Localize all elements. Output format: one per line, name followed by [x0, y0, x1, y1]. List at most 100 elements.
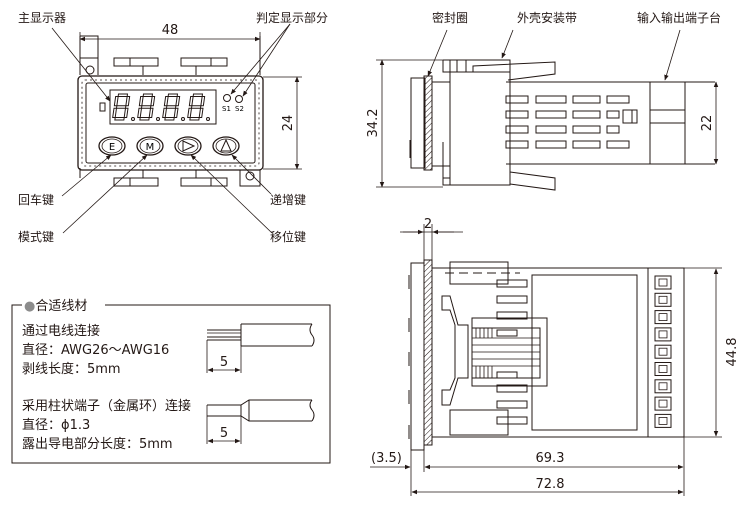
up-triangle-icon: [220, 138, 232, 152]
bottom-clips: [79, 168, 261, 187]
seven-segment-digits: [112, 93, 210, 121]
indicator-s2: [235, 95, 243, 103]
wire-spec-box: ●合适线材 通过电线连接 直径：AWG26～AWG16 剥线长度：5mm 采用柱…: [11, 299, 331, 464]
small-window: [622, 109, 638, 124]
pin-slot: [496, 416, 528, 425]
label-gasket: 密封圈: [432, 10, 468, 25]
wire2-line1: 采用柱状端子（金属环）连接: [22, 398, 191, 414]
vent-slot: [535, 95, 567, 104]
minus-indicator: [99, 102, 106, 112]
up-key[interactable]: [212, 136, 240, 156]
terminal-screw: [654, 344, 672, 359]
dim-width-48: 48: [162, 23, 179, 38]
gasket-section: [423, 259, 433, 446]
gasket: [423, 75, 433, 171]
digit-8: [187, 93, 206, 121]
wire2-line3: 露出导电部分长度：5mm: [22, 436, 173, 452]
vent-slot: [505, 125, 529, 134]
wire2-dim-5: 5: [220, 426, 228, 441]
vent-slot: [572, 125, 601, 134]
vent-slot: [606, 110, 620, 119]
pin-slot: [496, 279, 528, 288]
enter-key[interactable]: E: [98, 136, 126, 156]
vent-slot: [572, 140, 601, 149]
dim-height-34-2: 34.2: [366, 109, 381, 138]
pin-slot: [496, 329, 518, 337]
decimal-point: [181, 117, 185, 121]
vent-slot: [572, 95, 601, 104]
pin-slot: [496, 371, 518, 379]
label-judgement-display: 判定显示部分: [256, 10, 328, 25]
vent-slot: [535, 140, 567, 149]
decimal-point: [206, 117, 210, 121]
mode-key-glyph: M: [146, 142, 155, 153]
stripped-wire-illustration: 5: [206, 323, 315, 373]
terminal-screw: [654, 413, 672, 428]
terminal-screw: [654, 396, 672, 411]
pin-slot: [496, 400, 528, 409]
wire2-line2: 直径：ϕ1.3: [22, 418, 90, 433]
digit-8: [162, 93, 181, 121]
vent-slots: [505, 95, 638, 149]
label-up-key: 递增键: [270, 193, 306, 207]
label-enter-key: 回车键: [18, 192, 54, 207]
dim-panel-2: 2: [424, 217, 432, 232]
vent-slot: [606, 95, 630, 104]
terminal-screw: [654, 310, 672, 325]
indicator-s2-label: S2: [235, 105, 244, 113]
vent-slot: [505, 95, 529, 104]
wire1-line1: 通过电线连接: [22, 323, 100, 339]
vent-slot: [535, 125, 567, 134]
digit-8: [137, 93, 156, 121]
wire-box-title: ●合适线材: [24, 299, 87, 314]
shift-arrow-icon: [182, 140, 196, 152]
dim-depth-69-3: 69.3: [536, 451, 565, 466]
decimal-point: [156, 117, 160, 121]
label-mode-key: 模式键: [18, 230, 54, 244]
shift-key[interactable]: [174, 136, 202, 156]
vent-slot: [535, 110, 567, 119]
dim-height-24: 24: [281, 115, 296, 132]
top-view: 2 44.8 (3.5) 69.3 72.8: [370, 217, 740, 496]
ferrule-illustration: 5: [206, 399, 315, 444]
vent-slot: [606, 140, 630, 149]
wire1-line2: 直径：AWG26～AWG16: [22, 343, 169, 358]
terminal-screw: [654, 362, 672, 376]
terminal-screw: [654, 275, 672, 290]
main-display-window: [109, 89, 217, 125]
terminal-screw: [654, 292, 672, 307]
dim-front-3-5: (3.5): [371, 451, 402, 466]
pin-slot: [496, 311, 528, 320]
bullet-icon: ●: [24, 299, 35, 314]
wire1-line3: 剥线长度：5mm: [22, 361, 121, 377]
side-view: 34.2 22 密封圈 外壳安装带 输入输出端子台: [366, 10, 721, 191]
decimal-point: [131, 117, 135, 121]
vent-slot: [606, 125, 620, 134]
mode-key[interactable]: M: [136, 136, 164, 156]
terminal-screw: [654, 379, 672, 394]
front-view: S1 S2 E M 48 24: [18, 10, 328, 244]
pin-slot: [496, 295, 528, 304]
terminal-screw: [654, 327, 672, 342]
label-mounting-bracket: 外壳安装带: [517, 10, 577, 25]
front-bezel: [77, 75, 264, 171]
housing: [449, 71, 511, 186]
terminal-screws: [654, 275, 672, 428]
indicator-s1-label: S1: [222, 105, 231, 113]
label-shift-key: 移位键: [270, 229, 306, 244]
wire-box-title-text: 合适线材: [35, 299, 87, 314]
dim-height-22: 22: [700, 115, 715, 132]
vent-slot: [505, 140, 529, 149]
top-clips: [79, 35, 261, 75]
dim-height-44-8: 44.8: [725, 338, 740, 367]
dim-depth-72-8: 72.8: [536, 477, 565, 492]
label-main-display: 主显示器: [18, 11, 66, 25]
indicator-s1: [223, 94, 231, 102]
digit-8: [112, 93, 131, 121]
enter-key-glyph: E: [109, 142, 115, 153]
wire1-dim-5: 5: [220, 355, 228, 370]
label-terminal-block: 输入输出端子台: [637, 10, 721, 25]
pin-slot: [496, 384, 528, 393]
vent-slot: [572, 110, 601, 119]
